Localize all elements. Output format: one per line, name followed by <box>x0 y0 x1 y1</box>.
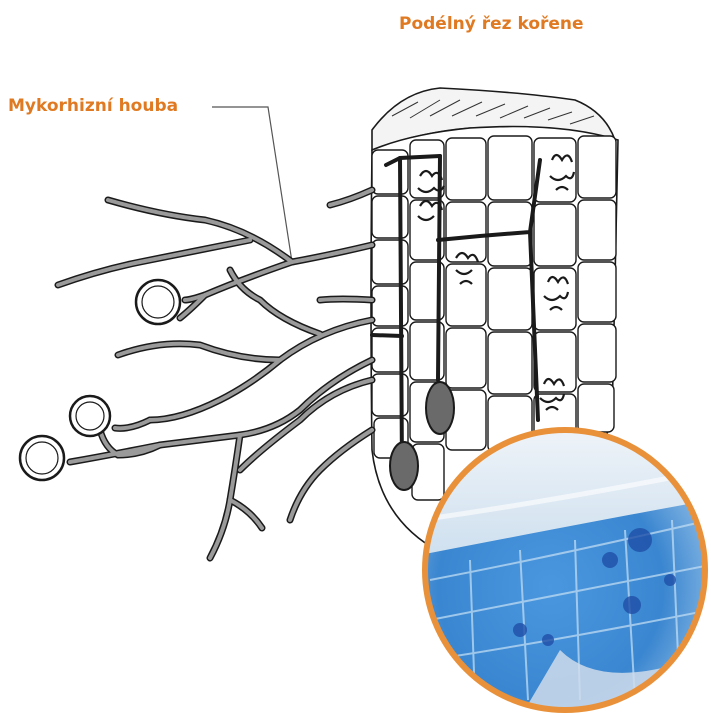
diagram-title: Podélný řez kořene <box>399 14 584 34</box>
fungus-leader-line <box>212 106 293 263</box>
spore-2 <box>68 394 112 438</box>
internal-hyphae <box>370 154 542 472</box>
fungus-label: Mykorhizní houba <box>8 96 179 116</box>
spores <box>18 278 182 482</box>
spore-3 <box>18 434 66 482</box>
spore-1 <box>134 278 182 326</box>
external-hyphae <box>54 186 376 562</box>
vesicles <box>389 381 455 491</box>
root-section <box>370 87 619 561</box>
arbuscules <box>417 153 576 411</box>
micrograph <box>422 427 708 713</box>
